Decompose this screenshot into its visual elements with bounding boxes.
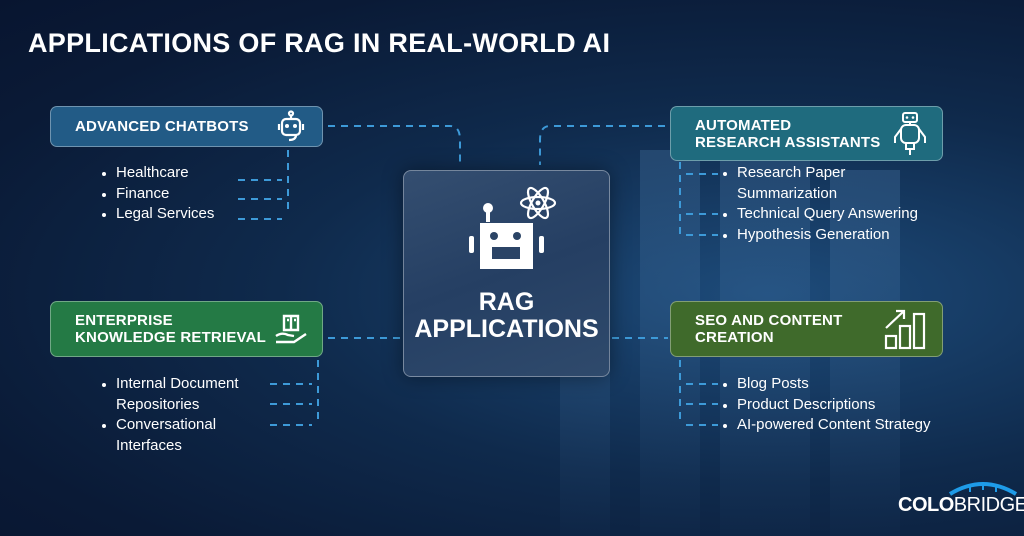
section-title: ENTERPRISE [75,312,173,329]
growth-chart-icon [884,309,926,350]
list-item: Technical Query Answering [723,204,983,225]
enterprise-list: Internal Document Repositories Conversat… [102,374,262,457]
book-hand-icon [275,314,307,344]
colobridge-logo: COLOBRIDGE [898,482,1024,517]
chatbot-headset-icon [277,109,305,141]
logo-text: BRIDGE [953,494,1024,516]
logo-text: COLO [898,494,954,516]
list-item: Research Paper Summarization [723,163,873,204]
list-item: Finance [102,184,214,205]
list-item: Product Descriptions [723,395,930,416]
hub-title: APPLICATIONS [414,315,599,343]
list-item: Internal Document Repositories [102,374,262,415]
section-title: CREATION [695,329,774,346]
section-title: ADVANCED CHATBOTS [75,118,249,135]
list-item: AI-powered Content Strategy [723,415,930,436]
list-item: Hypothesis Generation [723,225,983,246]
section-title: RESEARCH ASSISTANTS [695,133,881,151]
advanced-chatbots-box: ADVANCED CHATBOTS [50,106,323,147]
robot-icon [894,111,926,155]
section-title: KNOWLEDGE RETRIEVAL [75,329,267,346]
hub-title: RAG [478,288,535,316]
section-title: AUTOMATED [695,116,792,134]
seo-list: Blog Posts Product Descriptions AI-power… [723,374,930,436]
list-item: Healthcare [102,163,214,184]
section-title: SEO AND CONTENT [695,312,843,329]
page-title: APPLICATIONS OF RAG IN REAL-WORLD AI [28,28,611,58]
bridge-arc-icon [948,482,1018,496]
list-item: Legal Services [102,204,214,225]
list-item: Conversational Interfaces [102,415,262,456]
chatbots-list: Healthcare Finance Legal Services [102,163,214,225]
research-list: Research Paper Summarization Technical Q… [723,163,983,246]
robot-atom-icon [469,186,557,269]
list-item: Blog Posts [723,374,930,395]
